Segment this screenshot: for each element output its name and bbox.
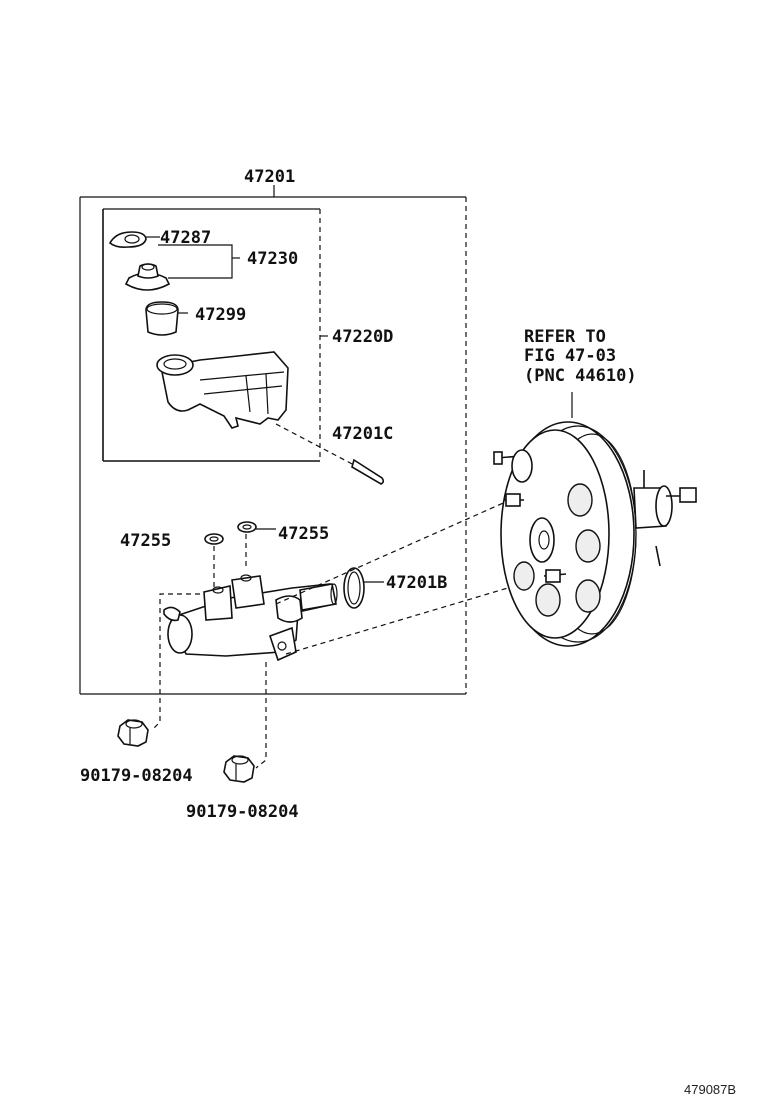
label-o-ring: 47201B: [386, 573, 447, 593]
label-nut-right: 90179-08204: [186, 802, 299, 822]
master-cylinder-part: [163, 574, 338, 662]
reference-line-3: (PNC 44610): [524, 366, 637, 386]
nut-right-part: [223, 755, 255, 783]
label-reservoir-cap: 47299: [195, 305, 246, 325]
reservoir-frame: [102, 208, 328, 462]
label-reservoir-grommet: 47287: [160, 228, 211, 248]
label-reservoir-kit: 47230: [247, 249, 298, 269]
reservoir-cap-part: [124, 244, 240, 291]
mounting-guide-lines: [151, 499, 549, 769]
label-assembly: 47201: [244, 167, 295, 187]
o-ring-part: [343, 567, 365, 609]
strainer-part: [145, 301, 188, 336]
nut-left-part: [117, 719, 149, 747]
assembly-frame: [79, 185, 467, 695]
gasket-left-part: [204, 533, 224, 588]
brake-booster-part: [493, 392, 697, 647]
reference-line-1: REFER TO: [524, 327, 606, 347]
reservoir-tank-part: [156, 351, 289, 429]
label-nut-left: 90179-08204: [80, 766, 193, 786]
label-gasket-right: 47255: [278, 524, 329, 544]
label-gasket-left: 47255: [120, 531, 171, 551]
reference-line-2: FIG 47-03: [524, 346, 616, 366]
label-reservoir-sub: 47220D: [332, 327, 393, 347]
grommet-part: [108, 231, 160, 248]
pin-part: [275, 423, 385, 485]
gasket-right-part: [237, 521, 276, 570]
label-pin: 47201C: [332, 424, 393, 444]
figure-id: 479087B: [684, 1082, 736, 1097]
